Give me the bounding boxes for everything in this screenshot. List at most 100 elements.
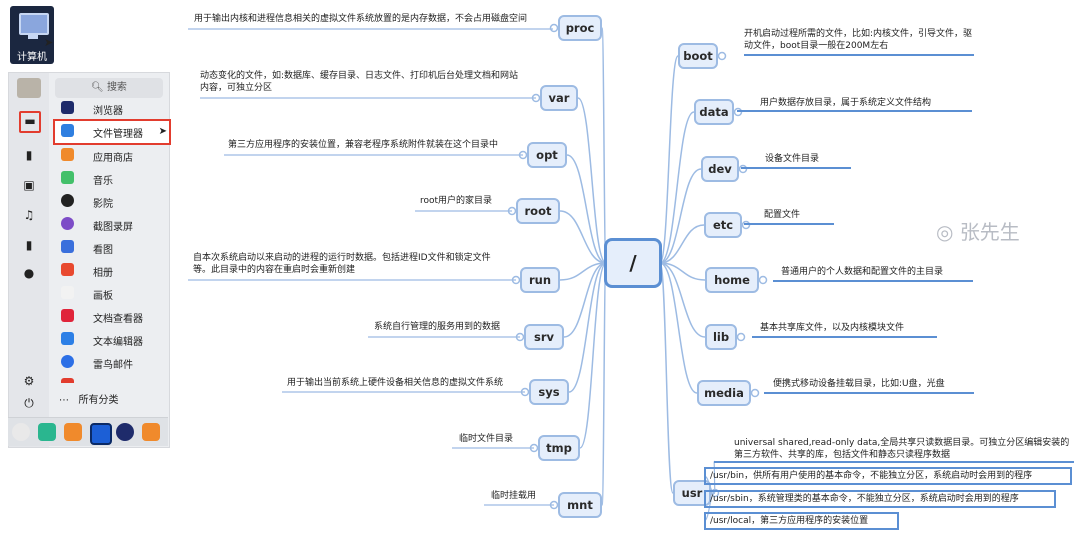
node-var[interactable]: var bbox=[540, 85, 578, 111]
avatar[interactable] bbox=[17, 78, 41, 98]
node-etc[interactable]: etc bbox=[704, 212, 742, 238]
node-media-handle bbox=[750, 388, 760, 398]
node-home-connector bbox=[659, 262, 706, 281]
download-icon[interactable]: ● bbox=[23, 266, 35, 280]
app-album[interactable]: 相册 bbox=[55, 260, 165, 280]
node-opt[interactable]: opt bbox=[527, 142, 567, 168]
desktop-icon[interactable] bbox=[38, 423, 56, 441]
multitask-icon[interactable] bbox=[64, 423, 82, 441]
app-terminal[interactable] bbox=[55, 375, 165, 383]
launcher-icon[interactable] bbox=[12, 423, 30, 441]
launcher-sidebar: ▬ ▮ ▣ ♫ ▮ ● ⚙ ⏻ bbox=[9, 73, 49, 447]
node-data[interactable]: data bbox=[694, 99, 734, 125]
video-icon[interactable]: ▮ bbox=[25, 238, 33, 252]
app-doc-viewer[interactable]: 文档查看器 bbox=[55, 306, 165, 326]
desc-mnt: 临时挂载用 bbox=[491, 491, 537, 501]
app-store[interactable]: 应用商店 bbox=[55, 145, 165, 165]
node-media[interactable]: media bbox=[697, 380, 751, 406]
desc-tmp: 临时文件目录 bbox=[459, 434, 514, 444]
desc-boot: 开机启动过程所需的文件，比如:内核文件，引导文件，驱动文件，boot目录一般在2… bbox=[744, 29, 973, 51]
cursor-icon: ➤ bbox=[44, 36, 54, 49]
desc-lib: 基本共享库文件，以及内核模块文件 bbox=[760, 323, 905, 333]
search-input[interactable]: 🔍︎ 搜索 bbox=[55, 78, 163, 98]
search-icon: 🔍︎ bbox=[91, 82, 104, 93]
app-image-viewer[interactable]: 看图 bbox=[55, 237, 165, 257]
node-lib[interactable]: lib bbox=[705, 324, 737, 350]
monitor-icon bbox=[19, 13, 49, 35]
node-srv-connector bbox=[563, 262, 607, 338]
cursor-icon: ➤ bbox=[158, 126, 167, 137]
computer-desktop-icon[interactable]: 计算机 bbox=[10, 6, 54, 64]
all-categories-button[interactable]: ⋯ 所有分类 bbox=[59, 395, 119, 406]
file-manager-taskbar-icon[interactable] bbox=[90, 423, 112, 445]
node-dev[interactable]: dev bbox=[701, 156, 739, 182]
app-movie[interactable]: 影院 bbox=[55, 191, 165, 211]
app-browser[interactable]: 浏览器 bbox=[55, 98, 165, 118]
node-proc-connector bbox=[601, 27, 607, 264]
app-draw[interactable]: 画板 bbox=[55, 283, 165, 303]
launcher-menu: ▬ ▮ ▣ ♫ ▮ ● ⚙ ⏻ 🔍︎ 搜索 浏览器 文件管理器➤ 应用商店 音乐… bbox=[8, 72, 171, 448]
computer-icon-label: 计算机 bbox=[17, 52, 47, 63]
node-tmp-connector bbox=[579, 262, 607, 449]
store-taskbar-icon[interactable] bbox=[142, 423, 160, 441]
app-text-editor[interactable]: 文本编辑器 bbox=[55, 329, 165, 349]
computer-icon[interactable]: ▬ bbox=[19, 111, 41, 133]
node-root-connector bbox=[559, 210, 607, 264]
desc-var: 动态变化的文件，如:数据库、缓存目录、日志文件、打印机后台处理文档和网站内容，可… bbox=[200, 71, 519, 93]
desc-usr: universal shared,read-only data,全局共享只读数据… bbox=[734, 438, 1070, 460]
desc-srv: 系统自行管理的服务用到的数据 bbox=[374, 322, 501, 332]
node-proc-handle bbox=[549, 23, 559, 33]
desc-root: root用户的家目录 bbox=[420, 196, 493, 206]
node-srv[interactable]: srv bbox=[524, 324, 564, 350]
settings-icon[interactable]: ⚙ bbox=[23, 374, 35, 388]
node-etc-connector bbox=[659, 224, 705, 264]
node-lib-handle bbox=[736, 332, 746, 342]
desc-etc: 配置文件 bbox=[764, 210, 801, 220]
node-var-connector bbox=[577, 97, 607, 264]
node-boot-connector bbox=[659, 55, 679, 264]
desc-data: 用户数据存放目录，属于系统定义文件结构 bbox=[760, 98, 932, 108]
app-screenshot[interactable]: 截图录屏 bbox=[55, 214, 165, 234]
node-sys[interactable]: sys bbox=[529, 379, 569, 405]
desc-home: 普通用户的个人数据和配置文件的主目录 bbox=[781, 267, 944, 277]
node-usr-connector bbox=[659, 262, 674, 494]
desc-sys: 用于输出当前系统上硬件设备相关信息的虚拟文件系统 bbox=[287, 378, 504, 388]
app-mail[interactable]: 雷鸟邮件 bbox=[55, 352, 165, 372]
app-file-manager[interactable]: 文件管理器➤ bbox=[53, 119, 171, 145]
node-lib-connector bbox=[659, 262, 706, 338]
node-run-connector bbox=[559, 262, 607, 281]
node-boot[interactable]: boot bbox=[678, 43, 718, 69]
desc-media: 便携式移动设备挂载目录，比如:U盘，光盘 bbox=[773, 379, 945, 389]
browser-taskbar-icon[interactable] bbox=[116, 423, 134, 441]
desc-dev: 设备文件目录 bbox=[765, 154, 820, 164]
picture-icon[interactable]: ▣ bbox=[23, 178, 35, 192]
node-run[interactable]: run bbox=[520, 267, 560, 293]
node-home[interactable]: home bbox=[705, 267, 759, 293]
usr-child-local[interactable]: /usr/local，第三方应用程序的安装位置 bbox=[704, 512, 899, 530]
node-mnt-connector bbox=[601, 262, 607, 506]
node-tmp[interactable]: tmp bbox=[538, 435, 580, 461]
desc-proc: 用于输出内核和进程信息相关的虚拟文件系统放置的是内存数据，不会占用磁盘空间 bbox=[194, 14, 528, 24]
desc-opt: 第三方应用程序的安装位置，兼容老程序系统附件就装在这个目录中 bbox=[228, 140, 499, 150]
node-boot-handle bbox=[717, 51, 727, 61]
desc-run: 自本次系统启动以来启动的进程的运行时数据。包括进程ID文件和锁定文件等。此目录中… bbox=[193, 253, 491, 275]
power-icon[interactable]: ⏻ bbox=[24, 396, 34, 410]
node-data-connector bbox=[659, 111, 695, 264]
music-icon[interactable]: ♫ bbox=[23, 208, 35, 222]
usr-child-bin[interactable]: /usr/bin，供所有用户使用的基本命令，不能独立分区，系统启动时会用到的程序 bbox=[704, 467, 1072, 485]
node-proc[interactable]: proc bbox=[558, 15, 602, 41]
node-home-handle bbox=[758, 275, 768, 285]
node-sys-connector bbox=[568, 262, 607, 393]
node-opt-connector bbox=[566, 154, 607, 264]
node-media-connector bbox=[659, 262, 698, 394]
watermark-logo: ◎ 张先生 bbox=[936, 220, 1020, 244]
node-mnt[interactable]: mnt bbox=[558, 492, 602, 518]
node-dev-connector bbox=[659, 168, 702, 264]
document-icon[interactable]: ▮ bbox=[25, 148, 33, 162]
taskbar bbox=[8, 417, 168, 446]
usr-child-sbin[interactable]: /usr/sbin，系统管理类的基本命令，不能独立分区，系统启动时会用到的程序 bbox=[704, 490, 1056, 508]
root-node[interactable]: / bbox=[604, 238, 662, 288]
app-music[interactable]: 音乐 bbox=[55, 168, 165, 188]
node-root[interactable]: root bbox=[516, 198, 560, 224]
